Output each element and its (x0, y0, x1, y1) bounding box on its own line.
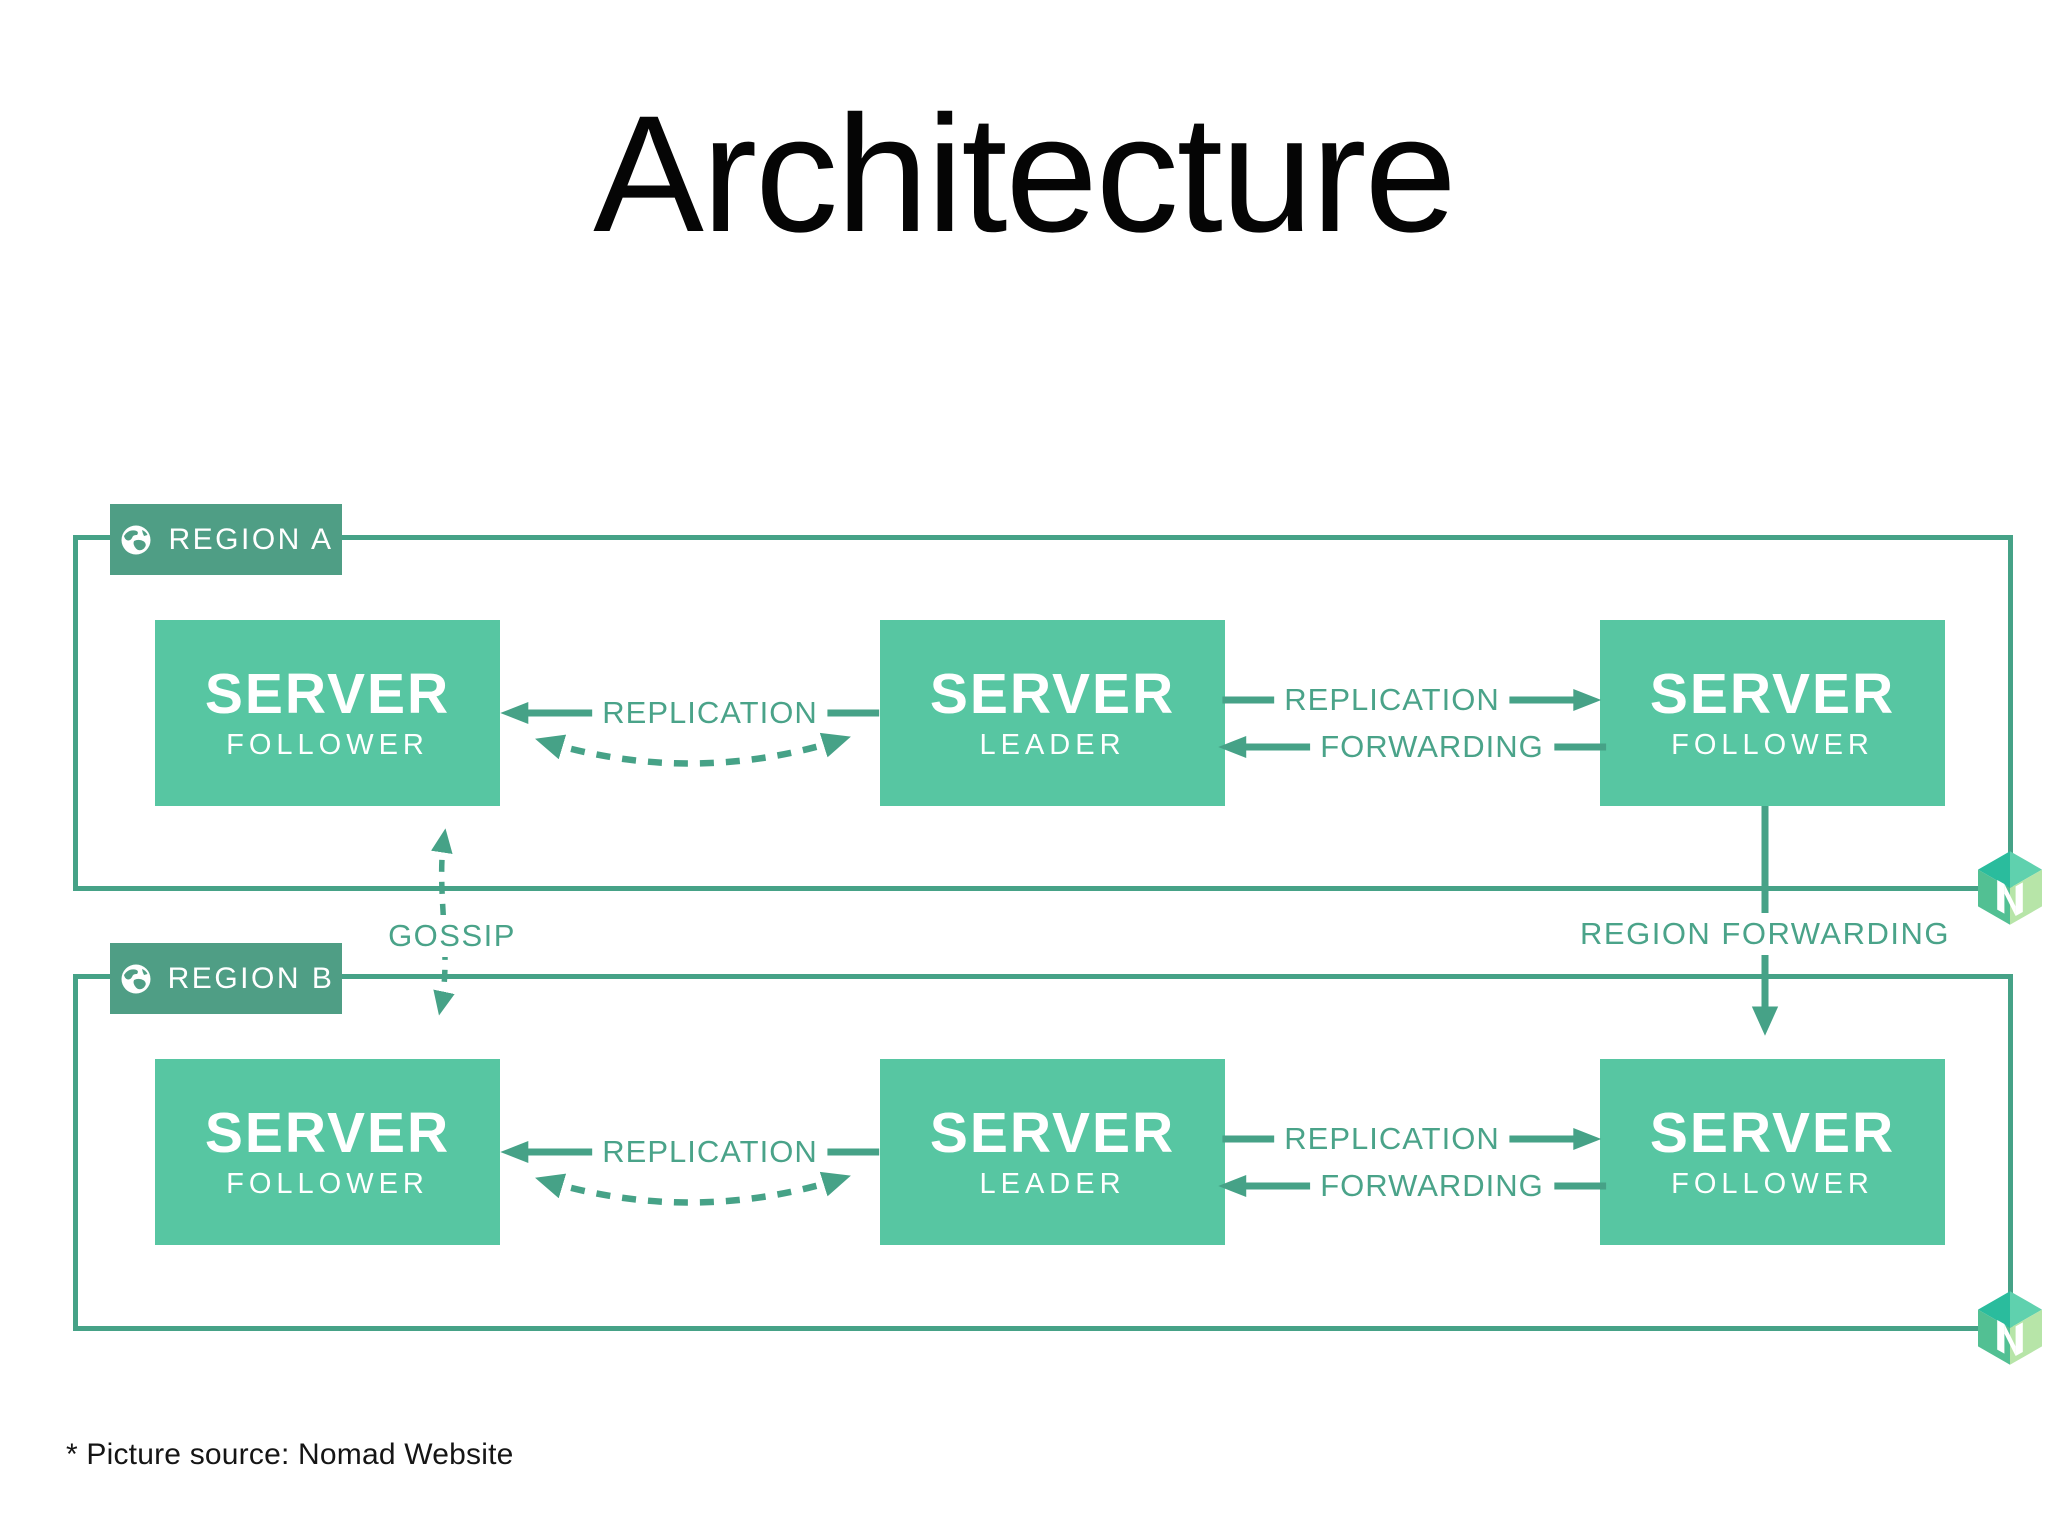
server-role: FOLLOWER (1671, 729, 1874, 761)
server-title: SERVER (204, 662, 451, 726)
server-role: LEADER (979, 1168, 1126, 1200)
replication-connector-right-a: REPLICATION (1222, 682, 1602, 718)
arrow-left-icon (500, 702, 593, 724)
line-segment (1222, 1135, 1275, 1143)
server-follower-a2: SERVER FOLLOWER (1600, 620, 1945, 806)
server-title: SERVER (929, 1101, 1176, 1165)
nomad-logo (1978, 1291, 2042, 1365)
server-follower-b1: SERVER FOLLOWER (155, 1059, 500, 1245)
region-b-box: REGION B SERVER FOLLOWER SERVER LEADER S… (73, 943, 2042, 1365)
region-a-label-text: REGION A (168, 522, 334, 556)
arrow-left-icon (500, 1141, 593, 1163)
region-b-label: REGION B (110, 943, 342, 1014)
server-role: FOLLOWER (226, 1168, 429, 1200)
server-follower-b2: SERVER FOLLOWER (1600, 1059, 1945, 1245)
replication-label: REPLICATION (602, 695, 818, 730)
replication-label: REPLICATION (1284, 682, 1500, 717)
forwarding-connector-right-a: FORWARDING (1218, 729, 1606, 765)
region-a-label: REGION A (110, 504, 342, 575)
server-title: SERVER (929, 662, 1176, 726)
server-title: SERVER (1649, 1101, 1896, 1165)
server-title: SERVER (1649, 662, 1896, 726)
gossip-curve-a (535, 732, 851, 767)
gossip-curve-b (535, 1171, 851, 1206)
arrow-right-icon (1509, 689, 1602, 711)
source-credit: * Picture source: Nomad Website (66, 1438, 514, 1471)
server-role: FOLLOWER (1671, 1168, 1874, 1200)
forwarding-connector-right-b: FORWARDING (1218, 1168, 1606, 1204)
region-b-label-text: REGION B (167, 961, 335, 995)
replication-connector-left-a: REPLICATION (500, 695, 880, 731)
arrow-left-icon (1218, 736, 1311, 758)
arrow-left-icon (1218, 1175, 1311, 1197)
line-segment (827, 709, 880, 717)
line-segment (827, 1148, 880, 1156)
region-a-box: REGION A SERVER FOLLOWER SERVER LEADER S… (73, 504, 2042, 925)
server-role: FOLLOWER (226, 729, 429, 761)
nomad-logo (1978, 851, 2042, 925)
arrow-right-icon (1509, 1128, 1602, 1150)
server-leader-b: SERVER LEADER (880, 1059, 1225, 1245)
forwarding-label: FORWARDING (1320, 1168, 1544, 1203)
globe-icon (121, 525, 151, 554)
line-segment (1222, 696, 1275, 704)
replication-label: REPLICATION (1284, 1121, 1500, 1156)
page-title: Architecture (593, 82, 1457, 267)
line-segment (1553, 1182, 1606, 1190)
server-title: SERVER (204, 1101, 451, 1165)
gossip-label: GOSSIP (378, 915, 526, 957)
server-follower-a1: SERVER FOLLOWER (155, 620, 500, 806)
globe-icon (121, 964, 151, 993)
replication-label: REPLICATION (602, 1134, 818, 1169)
line-segment (1553, 743, 1606, 751)
replication-connector-left-b: REPLICATION (500, 1134, 880, 1170)
replication-connector-right-b: REPLICATION (1222, 1121, 1602, 1157)
forwarding-label: FORWARDING (1320, 729, 1544, 764)
server-leader-a: SERVER LEADER (880, 620, 1225, 806)
server-role: LEADER (979, 729, 1126, 761)
region-forwarding-label: REGION FORWARDING (1570, 913, 1960, 955)
